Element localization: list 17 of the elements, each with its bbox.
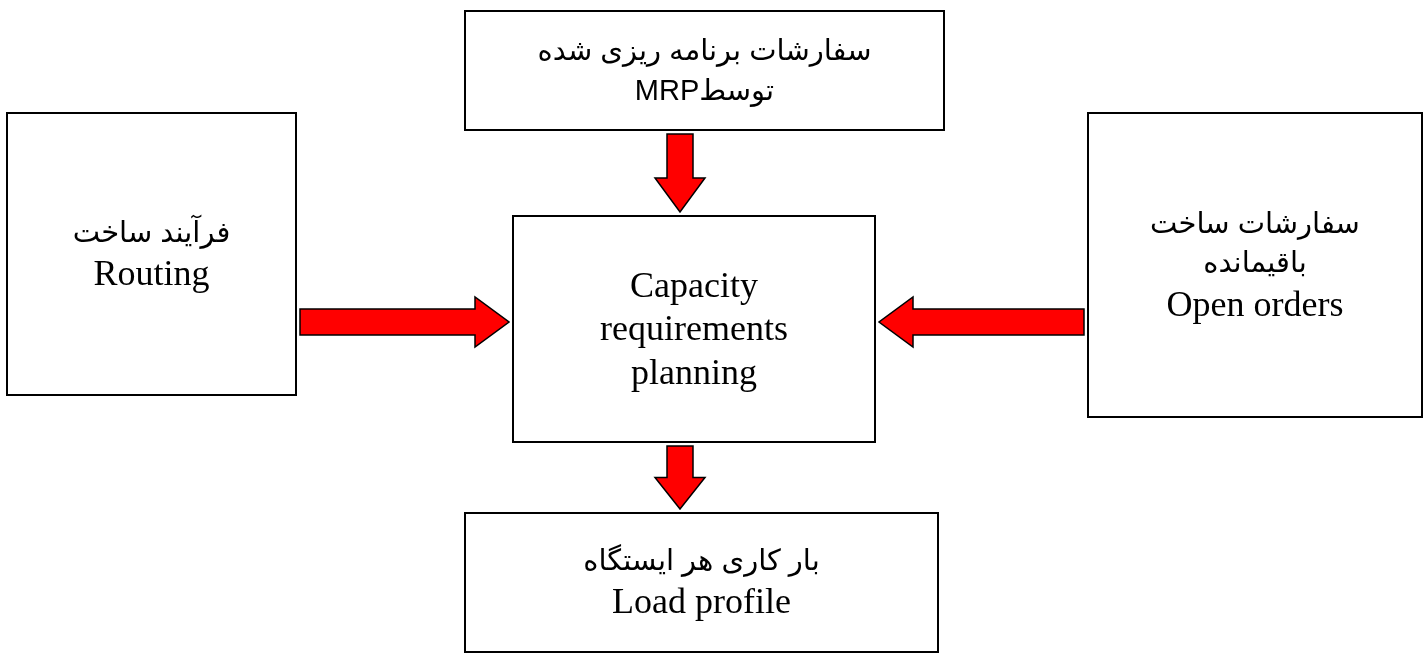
box-text: سفارشات برنامه ریزی شده توسطMRP xyxy=(536,33,873,109)
process-box xyxy=(512,215,876,443)
box-text: Open orders xyxy=(1166,282,1344,326)
block-arrow xyxy=(299,295,511,349)
block-arrow xyxy=(877,295,1085,349)
process-box xyxy=(464,10,945,131)
box-text: Capacity requirements planning xyxy=(599,264,789,394)
box-text: Load profile xyxy=(612,580,791,624)
block-arrow xyxy=(653,133,707,214)
box-text: فرآیند ساخت xyxy=(72,214,231,251)
block-arrow xyxy=(653,445,707,511)
box-text: بار کاری هر ایستگاه xyxy=(583,543,820,579)
box-text: Routing xyxy=(93,251,210,295)
process-box xyxy=(1087,112,1423,418)
process-box xyxy=(464,512,939,653)
process-box xyxy=(6,112,297,396)
box-text: سفارشات ساخت باقیمانده xyxy=(1149,206,1361,281)
